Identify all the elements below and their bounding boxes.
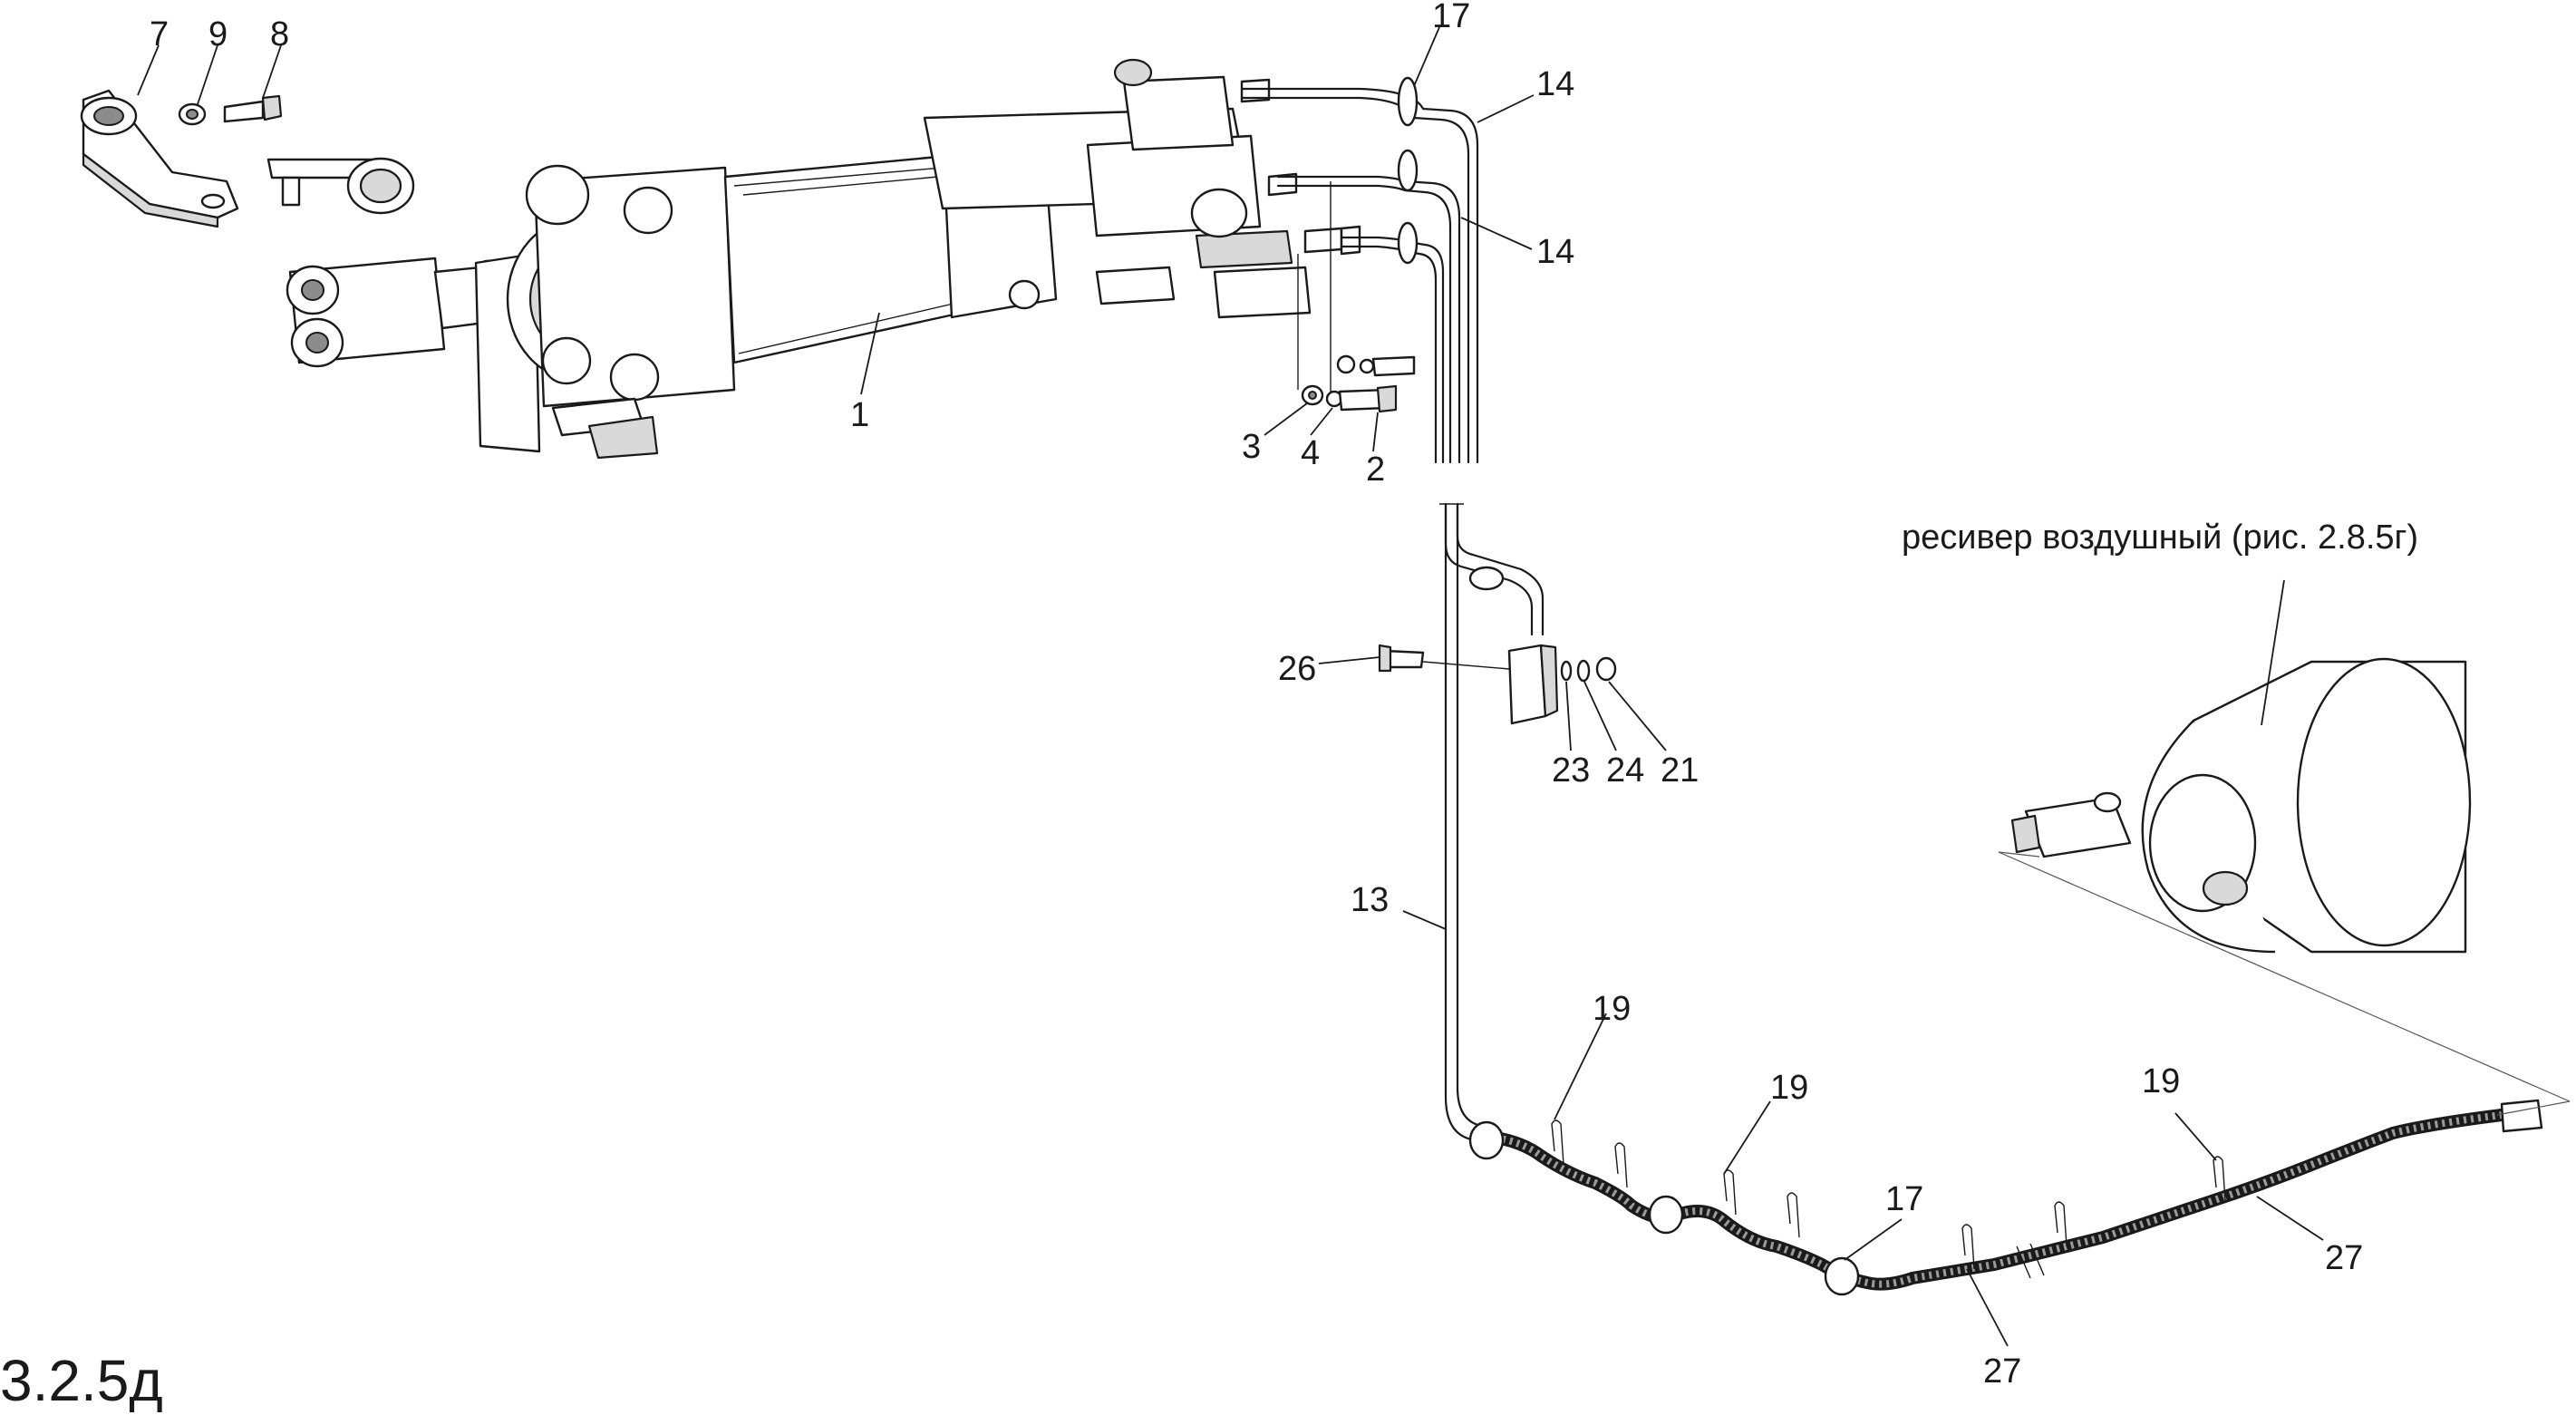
callout-21: 21 <box>1661 751 1699 790</box>
washer-3 <box>1301 384 1324 406</box>
callout-4: 4 <box>1301 434 1320 472</box>
callout-19-a: 19 <box>1593 990 1631 1028</box>
lever-bracket-part <box>80 89 239 228</box>
callout-23: 23 <box>1552 751 1590 790</box>
air-receiver-icon <box>2010 657 2472 954</box>
callout-14-mid: 14 <box>1536 233 1574 271</box>
bolt-2b <box>1336 354 1416 377</box>
pneumatic-cylinder <box>286 125 1058 460</box>
callout-9: 9 <box>208 15 228 53</box>
pipe-14-group <box>1240 76 1479 464</box>
leader-lines <box>137 26 2324 1347</box>
callout-17-lower: 17 <box>1885 1180 1923 1218</box>
bolt-26 <box>1378 644 1425 673</box>
washer-24 <box>1576 659 1591 683</box>
valve-block-small <box>1507 644 1559 725</box>
callout-1: 1 <box>850 396 869 434</box>
callout-27-lower: 27 <box>1983 1352 2021 1391</box>
washer-23 <box>1560 660 1573 682</box>
hose-clamps-19 <box>1551 1119 2226 1270</box>
callout-7: 7 <box>150 15 169 53</box>
figure-number: 3.2.5д <box>0 1348 163 1413</box>
callout-3: 3 <box>1242 428 1261 466</box>
receiver-reference-label: ресивер воздушный (рис. 2.8.5г) <box>1902 519 2418 557</box>
washer-9 <box>178 102 207 126</box>
nut-21 <box>1595 656 1617 682</box>
callout-26: 26 <box>1278 650 1316 688</box>
callout-27-right: 27 <box>2325 1239 2363 1277</box>
latch-clip-part <box>266 157 415 215</box>
hose-27 <box>1489 1099 2543 1291</box>
callout-13: 13 <box>1351 881 1389 919</box>
pipe-13-run <box>1439 502 1545 1142</box>
callout-17-top: 17 <box>1432 0 1470 35</box>
bolt-2 <box>1338 384 1398 413</box>
bolt-8 <box>223 94 283 123</box>
grommet-17-lower <box>1468 1120 1860 1296</box>
callout-19-b: 19 <box>1770 1069 1808 1107</box>
callout-24: 24 <box>1606 751 1644 790</box>
callout-14-top: 14 <box>1536 65 1574 103</box>
callout-19-c: 19 <box>2142 1062 2180 1100</box>
callout-8: 8 <box>270 15 289 53</box>
callout-2: 2 <box>1366 451 1385 489</box>
